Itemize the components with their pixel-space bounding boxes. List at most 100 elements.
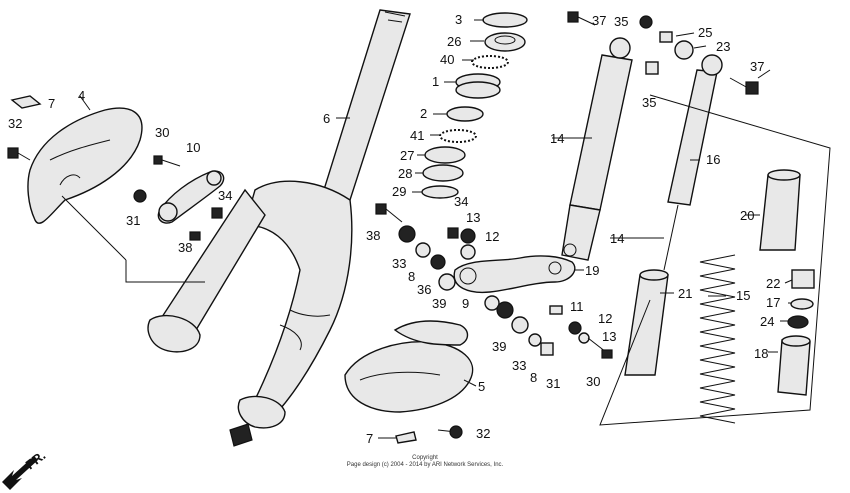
callout-33-right: 33 [512,358,526,373]
washer-29 [421,185,459,199]
shock-absorber-left [561,37,633,261]
callout-38-left: 38 [178,240,192,255]
headset-race-26 [484,32,526,52]
shock-absorber-right [663,54,723,271]
callout-12-top: 12 [485,229,499,244]
clip-7-top [10,95,42,109]
bushing-39-bottom [496,301,514,319]
callout-30-right: 30 [586,374,600,389]
bushing-13-bottom [578,332,590,344]
leader-lines [79,19,793,439]
washer-12-bottom [568,321,582,335]
front-cover-5 [344,320,474,413]
callout-39-bottom: 39 [492,339,506,354]
callout-6: 6 [323,111,330,126]
callout-1: 1 [432,74,439,89]
callout-31-right: 31 [546,376,560,391]
callout-5: 5 [478,379,485,394]
dust-seal-28 [422,164,464,182]
callout-14-top: 14 [550,131,564,146]
fork-end-nut [229,423,253,447]
callout-numbers: 3 26 40 1 2 41 27 28 29 6 37 35 25 23 37… [8,12,780,446]
bolt-32-bottom [437,425,463,439]
callout-13-top: 13 [466,210,480,225]
callout-26: 26 [447,34,461,49]
bushing-9 [484,295,500,311]
callout-35-top: 35 [614,14,628,29]
bushing-39-top [438,273,456,291]
bolt-37-left [567,11,596,26]
bolt-38-center [375,203,403,223]
bushing-25 [659,31,673,43]
headset-race-3 [482,12,528,28]
callout-4: 4 [78,88,85,103]
link-arm-10 [157,170,225,224]
callout-34-left: 34 [218,188,232,203]
bracket-18 [777,335,811,396]
washer-33-left [398,225,416,243]
callout-33-left: 33 [392,256,406,271]
callout-7-top: 7 [48,96,55,111]
callout-12-bottom: 12 [598,311,612,326]
link-arm-19 [453,255,576,294]
callout-8-right: 8 [530,370,537,385]
washer-36 [430,254,446,270]
fork-spring-15 [699,254,736,424]
washer-8-left [415,242,431,258]
callout-13-bottom: 13 [602,329,616,344]
nut-35-top [639,15,653,29]
ball-bearing-41 [439,129,477,143]
headset-cone-2 [446,106,484,122]
front-direction-arrow: FR. [2,448,48,490]
callout-11: 11 [570,299,584,314]
fork-frame [147,180,353,429]
callout-38-center: 38 [366,228,380,243]
callout-17: 17 [766,295,780,310]
fork-tube-21 [624,269,669,376]
callout-21: 21 [678,286,692,301]
cap-22 [791,269,815,289]
callout-24: 24 [760,314,774,329]
callout-37-right: 37 [750,59,764,74]
bushing-23 [674,40,694,60]
fork-boot-20 [759,169,801,251]
callout-8-left: 8 [408,269,415,284]
headset-race-27 [424,146,466,164]
nut-31-left [133,189,147,203]
callout-34-center: 34 [454,194,468,209]
copyright-notice: Copyright Page design (c) 2004 - 2014 by… [300,455,550,469]
callout-30-left: 30 [155,125,169,140]
washer-17 [790,298,814,310]
callout-3: 3 [455,12,462,27]
callout-35-mid: 35 [642,95,656,110]
bolt-32-left [7,147,31,161]
nut-24 [787,315,809,329]
callout-7-bottom: 7 [366,431,373,446]
callout-16: 16 [706,152,720,167]
callout-36: 36 [417,282,431,297]
callout-31-left: 31 [126,213,140,228]
nut-31-right [540,342,554,356]
copyright-title: Copyright [412,455,438,461]
pin-11 [549,305,563,315]
callout-18: 18 [754,346,768,361]
nut-35-mid [645,61,659,75]
callout-9: 9 [462,296,469,311]
callout-25: 25 [698,25,712,40]
callout-32-bottom: 32 [476,426,490,441]
callout-37-left: 37 [592,13,606,28]
bushing-13-top [460,228,476,244]
callout-28: 28 [398,166,412,181]
callout-40: 40 [440,52,454,67]
steering-stem [321,9,411,201]
callout-39-top: 39 [432,296,446,311]
nut-34-center [447,227,459,239]
bolt-38-left [189,231,201,241]
callout-27: 27 [400,148,414,163]
bolt-37-right [729,77,759,95]
callout-19: 19 [585,263,599,278]
nut-34-left [211,207,223,219]
callout-41: 41 [410,128,424,143]
ball-bearing-40 [471,55,509,69]
